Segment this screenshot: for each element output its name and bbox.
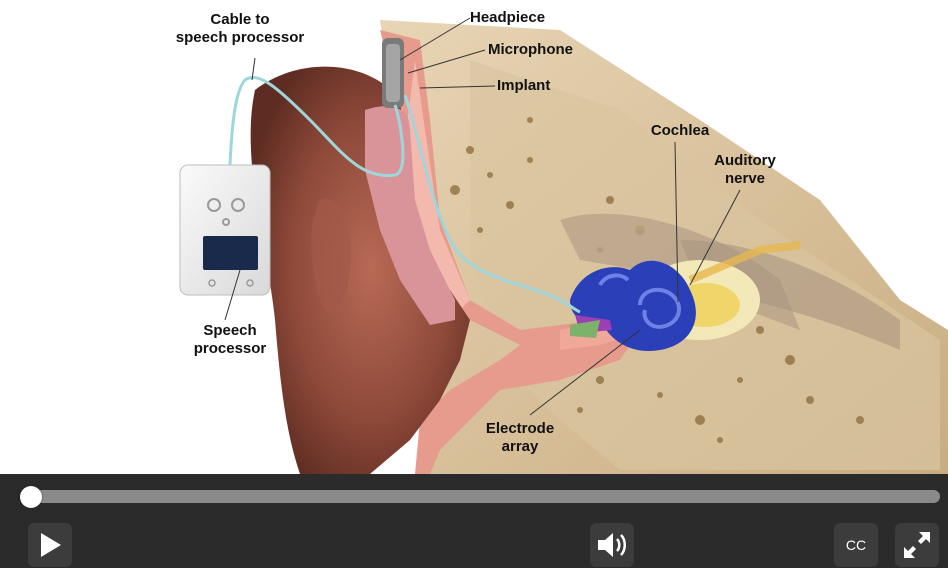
volume-button[interactable] [590,523,634,567]
volume-icon [595,530,629,560]
play-button[interactable] [28,523,72,567]
speech-processor-device [180,165,270,295]
cc-label: CC [846,537,866,553]
cochlear-implant-illustration [0,0,948,474]
label-speech-processor: Speech processor [185,322,275,358]
play-icon [37,531,63,559]
label-implant: Implant [497,77,577,95]
label-cochlea: Cochlea [640,122,720,140]
fullscreen-button[interactable] [895,523,939,567]
progress-bar[interactable] [20,490,940,503]
label-microphone: Microphone [488,41,588,59]
video-frame: Cable to speech processor Headpiece Micr… [0,0,948,474]
label-electrode-array: Electrode array [475,420,565,456]
closed-captions-button[interactable]: CC [834,523,878,567]
label-auditory-nerve: Auditory nerve [705,152,785,188]
progress-scrubber-handle[interactable] [20,486,42,508]
label-cable: Cable to speech processor [165,11,315,47]
fullscreen-icon [901,529,933,561]
video-control-bar: CC [0,474,948,568]
headpiece [382,38,404,108]
label-headpiece: Headpiece [470,9,560,27]
